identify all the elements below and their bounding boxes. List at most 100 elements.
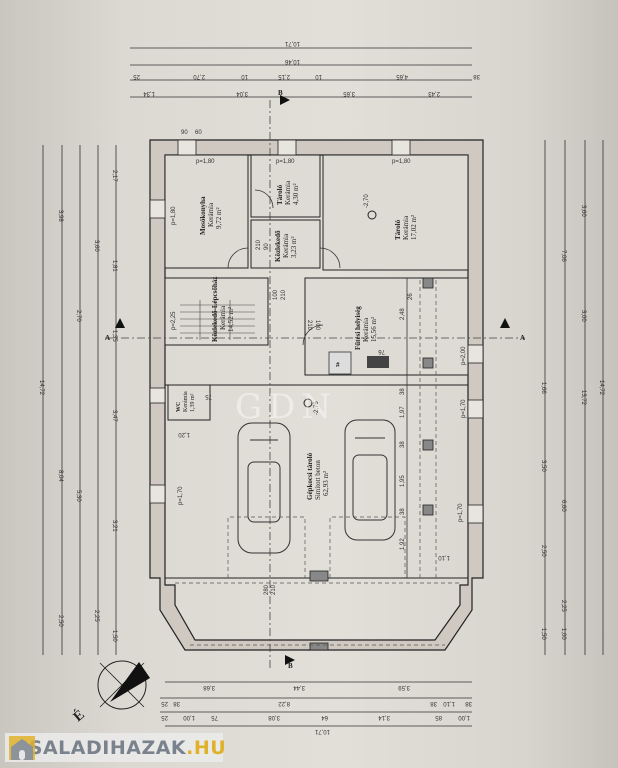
section-arrow-b <box>285 655 295 665</box>
dim: 8,22 <box>278 700 290 706</box>
room-corridor <box>250 219 321 269</box>
window-label: p=1,70 <box>461 399 467 418</box>
dim: 1,00 <box>458 714 470 720</box>
dim: 10 <box>315 73 322 79</box>
dim: 10,46 <box>284 58 300 64</box>
section-mark: A <box>105 334 110 342</box>
room-floor: Kerámia <box>402 215 410 240</box>
boiler-symbol: # <box>336 361 340 369</box>
dim: 6,60 <box>560 500 566 512</box>
dim: 1,10 <box>438 554 450 560</box>
dim: 2,43 <box>428 90 440 96</box>
room-area: 15,56 m² <box>370 317 378 342</box>
opening-label: 90 <box>264 243 270 250</box>
dim: 1,00 <box>560 628 566 640</box>
room-name: Közlekedő-Lépcsőház <box>211 277 219 342</box>
watermark: GDN <box>235 387 337 427</box>
room-area: 3,23 m² <box>290 236 298 258</box>
opening-label: 60 <box>195 130 202 136</box>
window-label: p=1,70 <box>458 503 464 522</box>
dim: 3,47 <box>111 410 117 422</box>
dim: 3,98 <box>57 210 63 222</box>
dim: 2,48 <box>400 308 406 320</box>
staircase <box>180 300 255 340</box>
dim: 1,10 <box>443 700 455 706</box>
dim: 75 <box>211 714 218 720</box>
section-mark: B <box>288 662 293 670</box>
opening-label: 75 <box>205 393 212 399</box>
room-name: Közlekedő <box>274 230 282 262</box>
dim: 3,59 <box>398 684 410 690</box>
room-label-boiler: Fűtési helyiség Kerámia 15,56 m² <box>354 306 378 350</box>
room-floor: Kerámia <box>284 180 292 205</box>
dim: 2,70 <box>75 310 81 322</box>
room-area: 62,93 m² <box>322 471 330 496</box>
dim: 38 <box>473 73 480 79</box>
dim: 2,50 <box>540 545 546 557</box>
opening-label: 90 <box>181 130 188 136</box>
opening-label: 210 <box>281 289 287 300</box>
dim: 38 <box>400 441 406 448</box>
room-name: Tároló <box>394 219 402 240</box>
dim: 10 <box>241 73 248 79</box>
dim: 5,30 <box>75 490 81 502</box>
opening-labels: 90 60 210 90 100 210 100 210 280 210 1,2… <box>178 130 320 595</box>
room-label-wc: WC Kerámia 1,39 m² <box>176 391 196 412</box>
dim: 3,08 <box>268 714 280 720</box>
section-arrow-a <box>500 318 510 328</box>
dim: 1,81 <box>111 260 117 272</box>
dim: 3,50 <box>540 460 546 472</box>
dim: 38 <box>400 388 406 395</box>
dim: 3,68 <box>203 684 215 690</box>
dim: 64 <box>321 714 328 720</box>
dim: 1,50 <box>111 630 117 642</box>
dim: 38 <box>173 700 180 706</box>
top-dimensions: 10,71 10,46 25 2,70 10 2,15 10 4,65 38 1… <box>130 40 480 98</box>
dim: 14,72 <box>598 380 604 396</box>
opening-label: 100 <box>314 320 320 331</box>
dim: 2,25 <box>93 610 99 622</box>
room-label-corridor: Közlekedő Kerámia 3,23 m² <box>274 230 298 262</box>
left-dimensions: 14,72 3,98 8,04 2,50 2,70 5,30 3,60 2,25… <box>38 145 117 655</box>
dim: 1,34 <box>143 90 155 96</box>
opening-label: 210 <box>271 584 277 595</box>
dim: 3,21 <box>111 520 117 532</box>
opening-label: 1,20 <box>178 431 190 437</box>
section-arrow-a <box>115 318 125 328</box>
dim: 38 <box>465 700 472 706</box>
opening-label: 280 <box>264 584 270 595</box>
dim: 1,50 <box>540 628 546 640</box>
car-left <box>237 422 291 554</box>
section-mark: A <box>520 334 525 342</box>
dim: 2,25 <box>560 600 566 612</box>
north-arrow-letter: É <box>70 706 88 725</box>
boiler <box>328 351 352 375</box>
interior-dimensions: 2,48 26 1,97 1,95 1,92 38 38 38 76 1,10 <box>378 278 450 578</box>
window-labels: p=1,80 p=1,80 p=1,80 p=1,80 p=2,25 p=1,7… <box>171 159 467 522</box>
dim: 2,17 <box>111 170 117 182</box>
room-floor: Kerámia <box>282 233 290 258</box>
room-label-laundry: Mosókonyha Kerámia 9,72 m² <box>199 196 223 235</box>
dim: 3,65 <box>343 90 355 96</box>
dim: 3,44 <box>293 684 305 690</box>
dim: 25 <box>161 714 168 720</box>
room-floor: Kerámia <box>362 317 370 342</box>
room-name: Mosókonyha <box>199 196 207 235</box>
windows <box>149 139 484 651</box>
room-floor: Kerámia <box>207 202 215 227</box>
dim: 10,71 <box>314 728 330 734</box>
dim: 2,50 <box>57 615 63 627</box>
dim: 10,71 <box>284 40 300 46</box>
dim: 1,66 <box>540 382 546 394</box>
dim: 4,65 <box>396 73 408 79</box>
room-storage-large <box>322 154 469 271</box>
dim: 85 <box>435 714 442 720</box>
room-area: 14,52 m² <box>227 307 235 332</box>
dim: 7,06 <box>560 250 566 262</box>
window-label: p=1,80 <box>392 159 411 165</box>
dim: 1,95 <box>400 475 406 487</box>
room-name: Fűtési helyiség <box>354 306 362 350</box>
room-label-storage-small: Tároló Kerámia 4,30 m² <box>276 180 300 205</box>
